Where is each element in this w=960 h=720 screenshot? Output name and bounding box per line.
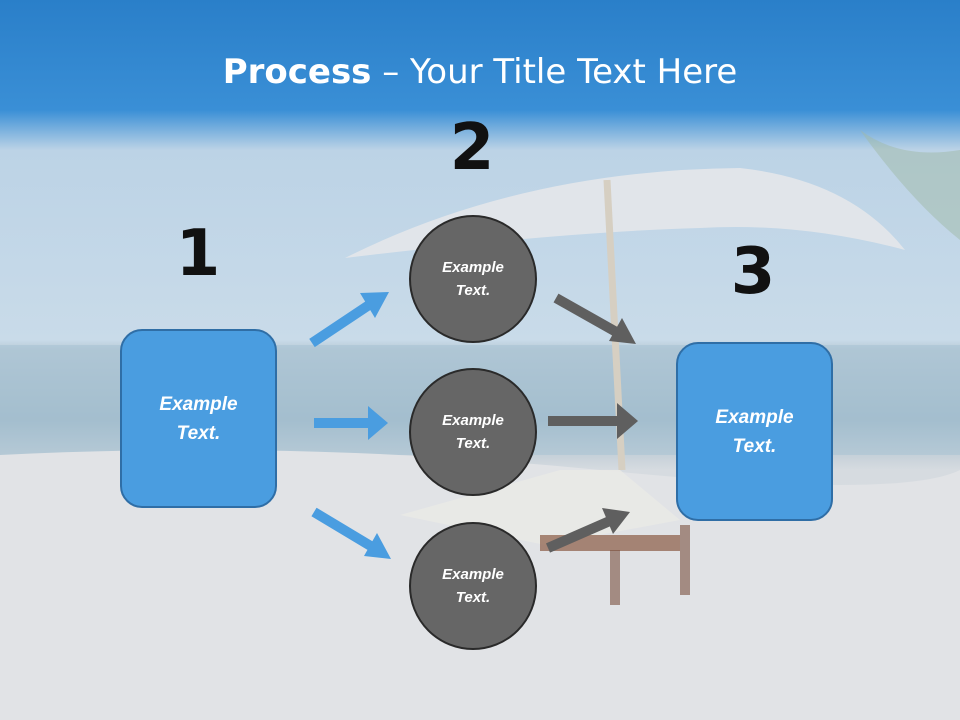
blue-arrows [309, 292, 391, 559]
step-number-3: 3 [730, 235, 776, 309]
circle-middle-text: Example Text. [442, 412, 504, 452]
step-1-box: Example Text. [120, 329, 277, 508]
circle-top-text: Example Text. [442, 259, 504, 299]
circle-bottom-text: Example Text. [442, 566, 504, 606]
step-1-text: Example Text. [159, 393, 238, 444]
step-2-circle-top: Example Text. [409, 215, 537, 343]
title-bold: Process [222, 52, 372, 92]
step-2-circle-bottom: Example Text. [409, 522, 537, 650]
slide-title: Process – Your Title Text Here [0, 52, 960, 92]
title-rest: – Your Title Text Here [371, 52, 738, 92]
step-number-1: 1 [175, 217, 221, 291]
step-3-text: Example Text. [715, 406, 794, 457]
step-2-circle-middle: Example Text. [409, 368, 537, 496]
gray-arrows [545, 293, 638, 553]
step-3-box: Example Text. [676, 342, 833, 521]
step-number-2: 2 [449, 111, 495, 185]
